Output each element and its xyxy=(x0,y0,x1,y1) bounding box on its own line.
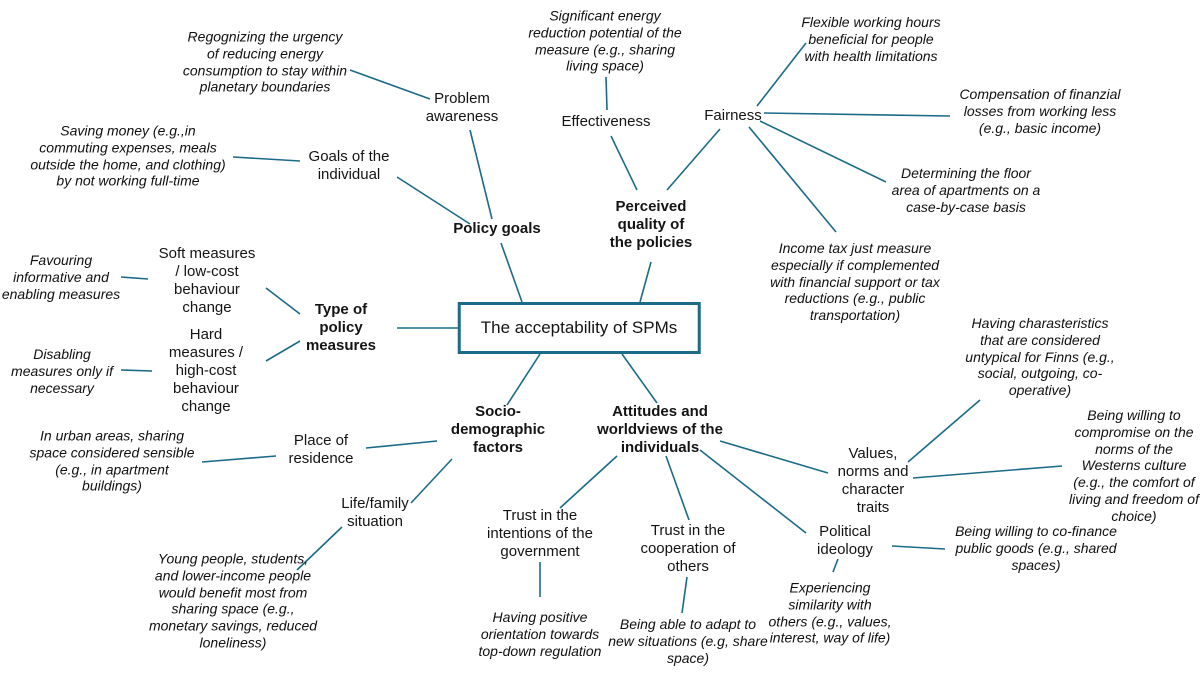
connector xyxy=(232,156,301,162)
node-trust-intentions-government: Trust in the intentions of the governmen… xyxy=(487,507,593,560)
branch-perceived-quality: Perceived quality of the policies xyxy=(609,198,693,251)
connector xyxy=(666,128,721,191)
connector xyxy=(621,353,658,404)
note-values-compromise-norms: Being willing to compromise on the norms… xyxy=(1069,407,1199,524)
node-values-norms-traits: Values, norms and character traits xyxy=(837,445,909,516)
connector xyxy=(506,353,541,406)
branch-attitudes-worldviews: Attitudes and worldviews of the individu… xyxy=(597,403,723,456)
note-soft-measures: Favouring informative and enabling measu… xyxy=(1,251,121,302)
connector xyxy=(120,276,149,280)
connector xyxy=(296,526,343,571)
connector xyxy=(763,112,951,117)
node-trust-cooperation-others: Trust in the cooperation of others xyxy=(640,522,736,575)
connector xyxy=(639,261,652,303)
node-effectiveness: Effectiveness xyxy=(561,113,651,130)
note-fairness-flexible-hours: Flexible working hours beneficial for pe… xyxy=(801,13,941,64)
node-soft-measures: Soft measures / low-cost behaviour chang… xyxy=(158,245,256,316)
connector xyxy=(500,242,523,303)
connector xyxy=(759,120,887,183)
note-trust-intentions-government: Having positive orientation towards top-… xyxy=(478,608,602,659)
connector xyxy=(265,287,301,315)
connector xyxy=(469,129,493,220)
note-hard-measures: Disabling measures only if necessary xyxy=(11,345,113,396)
connector xyxy=(699,449,807,534)
connector xyxy=(610,135,638,191)
note-effectiveness: Significant energy reduction potential o… xyxy=(528,7,682,74)
connector xyxy=(665,455,690,521)
note-values-untypical-characteristics: Having charasteristics that are consider… xyxy=(965,315,1115,399)
connector xyxy=(349,69,431,100)
note-fairness-compensation: Compensation of finanzial losses from wo… xyxy=(959,85,1121,136)
connector xyxy=(120,369,153,372)
connector xyxy=(748,126,837,233)
note-trust-cooperation-others: Being able to adapt to new situations (e… xyxy=(608,615,768,666)
note-political-similarity: Experiencing similarity with others (e.g… xyxy=(768,579,892,646)
central-topic: The acceptability of SPMs xyxy=(457,302,701,354)
connector xyxy=(907,399,981,463)
connector xyxy=(201,455,277,463)
note-place-of-residence: In urban areas, sharing space considered… xyxy=(29,427,195,494)
note-problem-awareness: Regognizing the urgency of reducing ener… xyxy=(182,28,348,95)
note-life-family-situation: Young people, students, and lower-income… xyxy=(148,550,318,651)
connector xyxy=(396,176,471,225)
connector xyxy=(365,440,438,449)
node-fairness: Fairness xyxy=(704,107,762,124)
note-goals-of-individual: Saving money (e.g.,in commuting expenses… xyxy=(30,122,226,189)
note-fairness-floor-area: Determining the floor area of apartments… xyxy=(891,164,1041,215)
connector xyxy=(756,42,807,107)
note-fairness-income-tax: Income tax just measure especially if co… xyxy=(770,240,940,324)
connector xyxy=(410,458,453,504)
connector xyxy=(605,76,608,111)
branch-type-of-policy-measures: Type of policy measures xyxy=(305,301,377,354)
connector xyxy=(832,558,839,573)
node-goals-of-individual: Goals of the individual xyxy=(308,148,390,183)
node-hard-measures: Hard measures / high-cost behaviour chan… xyxy=(168,326,244,415)
node-life-family-situation: Life/family situation xyxy=(341,495,409,530)
node-place-of-residence: Place of residence xyxy=(288,432,354,467)
connector xyxy=(912,465,1063,479)
connector xyxy=(559,455,618,509)
note-political-cofinance: Being willing to co-finance public goods… xyxy=(955,522,1117,573)
connector xyxy=(719,440,829,474)
connector xyxy=(681,576,688,614)
connector xyxy=(891,545,946,550)
connector xyxy=(265,340,301,362)
branch-socio-demographic: Socio-demographic factors xyxy=(450,403,546,456)
branch-policy-goals: Policy goals xyxy=(453,220,541,237)
node-political-ideology: Political ideology xyxy=(817,523,873,558)
node-problem-awareness: Problem awareness xyxy=(425,90,499,125)
